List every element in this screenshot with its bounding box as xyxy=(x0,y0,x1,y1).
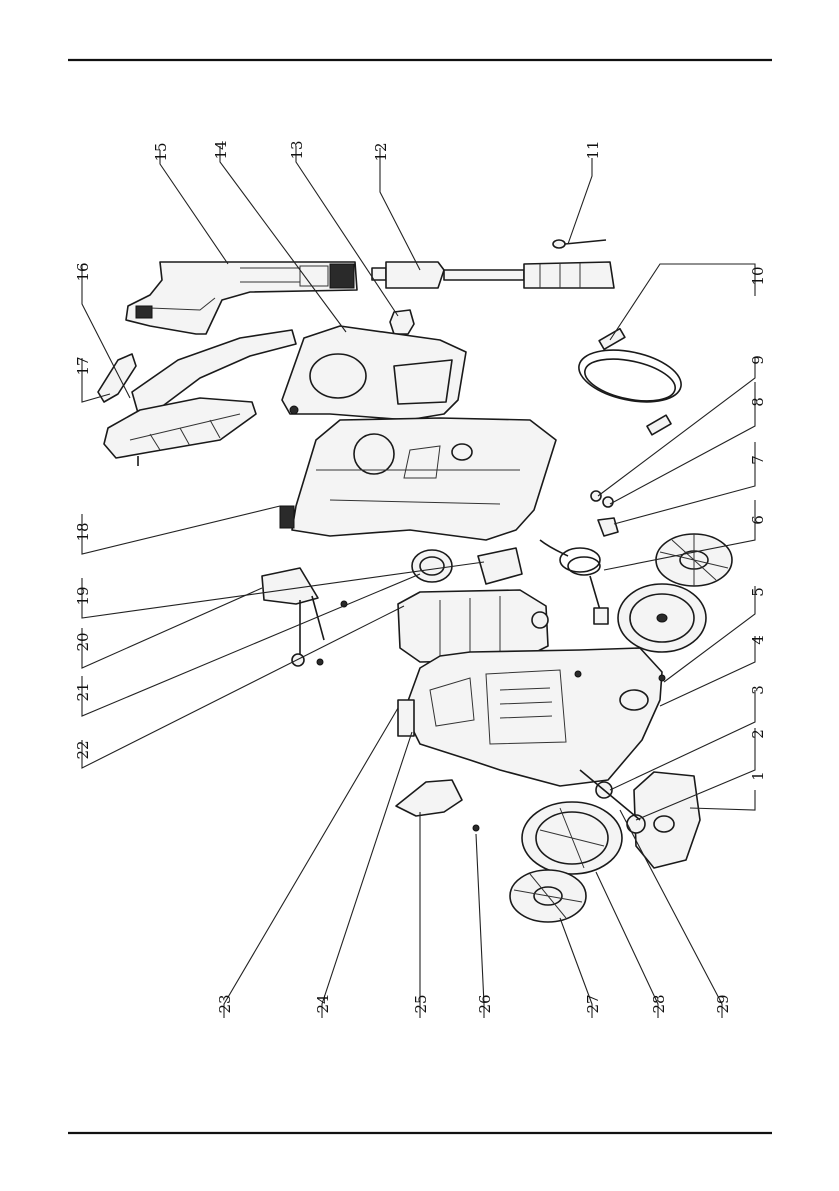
callout-13: 13 xyxy=(288,140,306,159)
callout-20: 20 xyxy=(74,632,92,651)
part-motor-pump xyxy=(316,589,549,666)
part-foot xyxy=(395,779,480,832)
callout-22: 22 xyxy=(74,740,92,759)
part-main-body xyxy=(403,647,666,787)
callout-24: 24 xyxy=(314,994,332,1013)
part-fittings xyxy=(590,490,619,537)
part-connector xyxy=(389,309,415,335)
part-bracket-assembly xyxy=(261,567,348,667)
callout-11: 11 xyxy=(584,140,602,159)
part-filter xyxy=(477,547,523,585)
callout-29: 29 xyxy=(714,994,732,1013)
callout-17: 17 xyxy=(74,356,92,375)
leader-lines xyxy=(81,146,756,1018)
part-detergent-tank xyxy=(633,771,701,869)
part-hose xyxy=(578,327,682,436)
callout-28: 28 xyxy=(650,994,668,1013)
part-wheel-right xyxy=(617,583,707,653)
callout-6: 6 xyxy=(749,515,767,525)
part-rear-cover xyxy=(281,325,467,421)
callout-15: 15 xyxy=(152,142,170,161)
callout-7: 7 xyxy=(749,455,767,465)
callout-3: 3 xyxy=(749,685,767,695)
part-lance xyxy=(371,261,615,289)
callout-21: 21 xyxy=(74,682,92,701)
part-spray-gun xyxy=(125,261,358,335)
part-label-plate xyxy=(397,699,415,737)
callout-10: 10 xyxy=(749,266,767,285)
part-axle xyxy=(579,769,641,821)
part-clip xyxy=(97,353,137,403)
callout-2: 2 xyxy=(749,729,767,739)
callout-1: 1 xyxy=(749,771,767,781)
callout-26: 26 xyxy=(476,994,494,1013)
callout-labels: 1 2 3 4 5 6 7 8 9 10 11 12 13 14 15 16 1… xyxy=(74,140,767,1013)
part-wheel-cap-right xyxy=(655,533,733,587)
callout-12: 12 xyxy=(372,142,390,161)
callout-14: 14 xyxy=(212,140,230,159)
part-wheel-cap-left xyxy=(509,869,587,923)
callout-5: 5 xyxy=(749,587,767,597)
callout-25: 25 xyxy=(412,994,430,1013)
part-housing-frame xyxy=(279,417,557,541)
callout-18: 18 xyxy=(74,522,92,541)
part-wheel-left xyxy=(521,801,623,875)
callout-19: 19 xyxy=(74,586,92,605)
callout-27: 27 xyxy=(584,994,602,1013)
callout-8: 8 xyxy=(749,397,767,407)
callout-16: 16 xyxy=(74,262,92,281)
part-seal-ring xyxy=(411,549,453,583)
part-power-cord xyxy=(539,539,609,625)
part-nozzle-cleaning-needle xyxy=(552,239,607,249)
part-handle xyxy=(103,329,297,466)
callout-23: 23 xyxy=(216,994,234,1013)
callout-9: 9 xyxy=(749,355,767,365)
callout-4: 4 xyxy=(749,635,767,645)
